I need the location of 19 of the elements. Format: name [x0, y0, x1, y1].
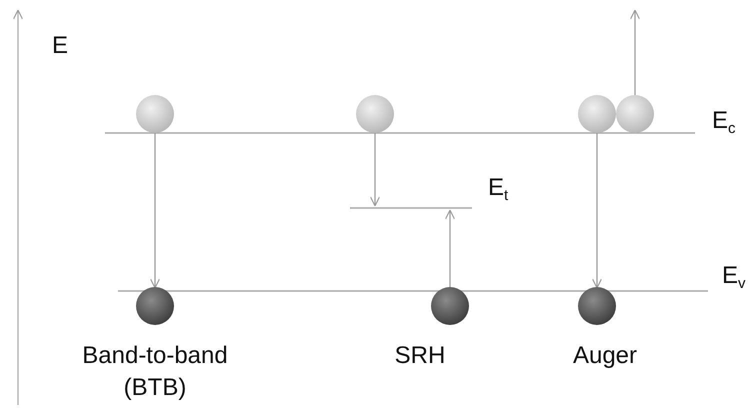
axis-label: E [52, 31, 68, 61]
band-label: E$_{v}$ [722, 261, 746, 294]
transition-arrow [150, 133, 160, 288]
mechanism-label: Auger [572, 341, 638, 371]
hole-sphere [578, 287, 616, 325]
hole-sphere [136, 287, 174, 325]
mechanism-label: SRH [394, 341, 446, 371]
electron-sphere [616, 95, 654, 133]
band-label: E$_{c}$ [712, 106, 736, 139]
hole-sphere [431, 287, 469, 325]
transition-arrow [592, 133, 602, 288]
electron-sphere [356, 95, 394, 133]
transition-arrow [630, 10, 640, 95]
electron-sphere [136, 95, 174, 133]
electron-sphere [578, 95, 616, 133]
transition-arrow [370, 133, 380, 206]
transition-arrow [444, 210, 456, 287]
band-label: E$_{t}$ [488, 173, 508, 206]
mechanism-label: Band-to-band (BTB) [81, 341, 229, 404]
